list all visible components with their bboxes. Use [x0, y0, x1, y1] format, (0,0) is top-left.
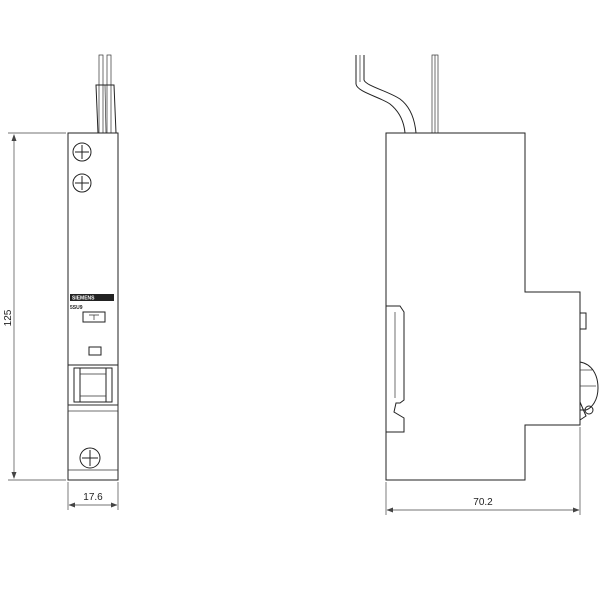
model-label: 5SU9	[70, 305, 83, 311]
depth-dimension-label: 70.2	[473, 497, 493, 508]
rail-clip	[386, 305, 405, 433]
front-body-outline	[67, 132, 119, 481]
brand-label-box	[70, 294, 114, 301]
toggle-lever	[67, 364, 119, 412]
side-body-outline	[385, 132, 581, 481]
test-button	[82, 311, 106, 323]
side-view	[355, 54, 599, 481]
bottom-screw-icon	[79, 447, 101, 469]
front-width-dimension: 17.6	[67, 482, 119, 510]
side-latch	[579, 312, 599, 421]
front-view: SIEMENS 5SU9	[67, 54, 119, 481]
front-wires	[95, 54, 117, 134]
side-curved-wire	[355, 55, 417, 134]
top-screw-1-icon	[72, 142, 92, 162]
brand-label: SIEMENS	[72, 296, 95, 302]
side-straight-wire	[431, 54, 439, 134]
height-dimension-label: 125	[3, 309, 14, 326]
depth-dimension: 70.2	[385, 427, 581, 515]
height-dimension: 125	[3, 132, 66, 481]
front-width-dimension-label: 17.6	[83, 492, 103, 503]
top-screw-2-icon	[72, 173, 92, 193]
status-window	[88, 346, 102, 356]
